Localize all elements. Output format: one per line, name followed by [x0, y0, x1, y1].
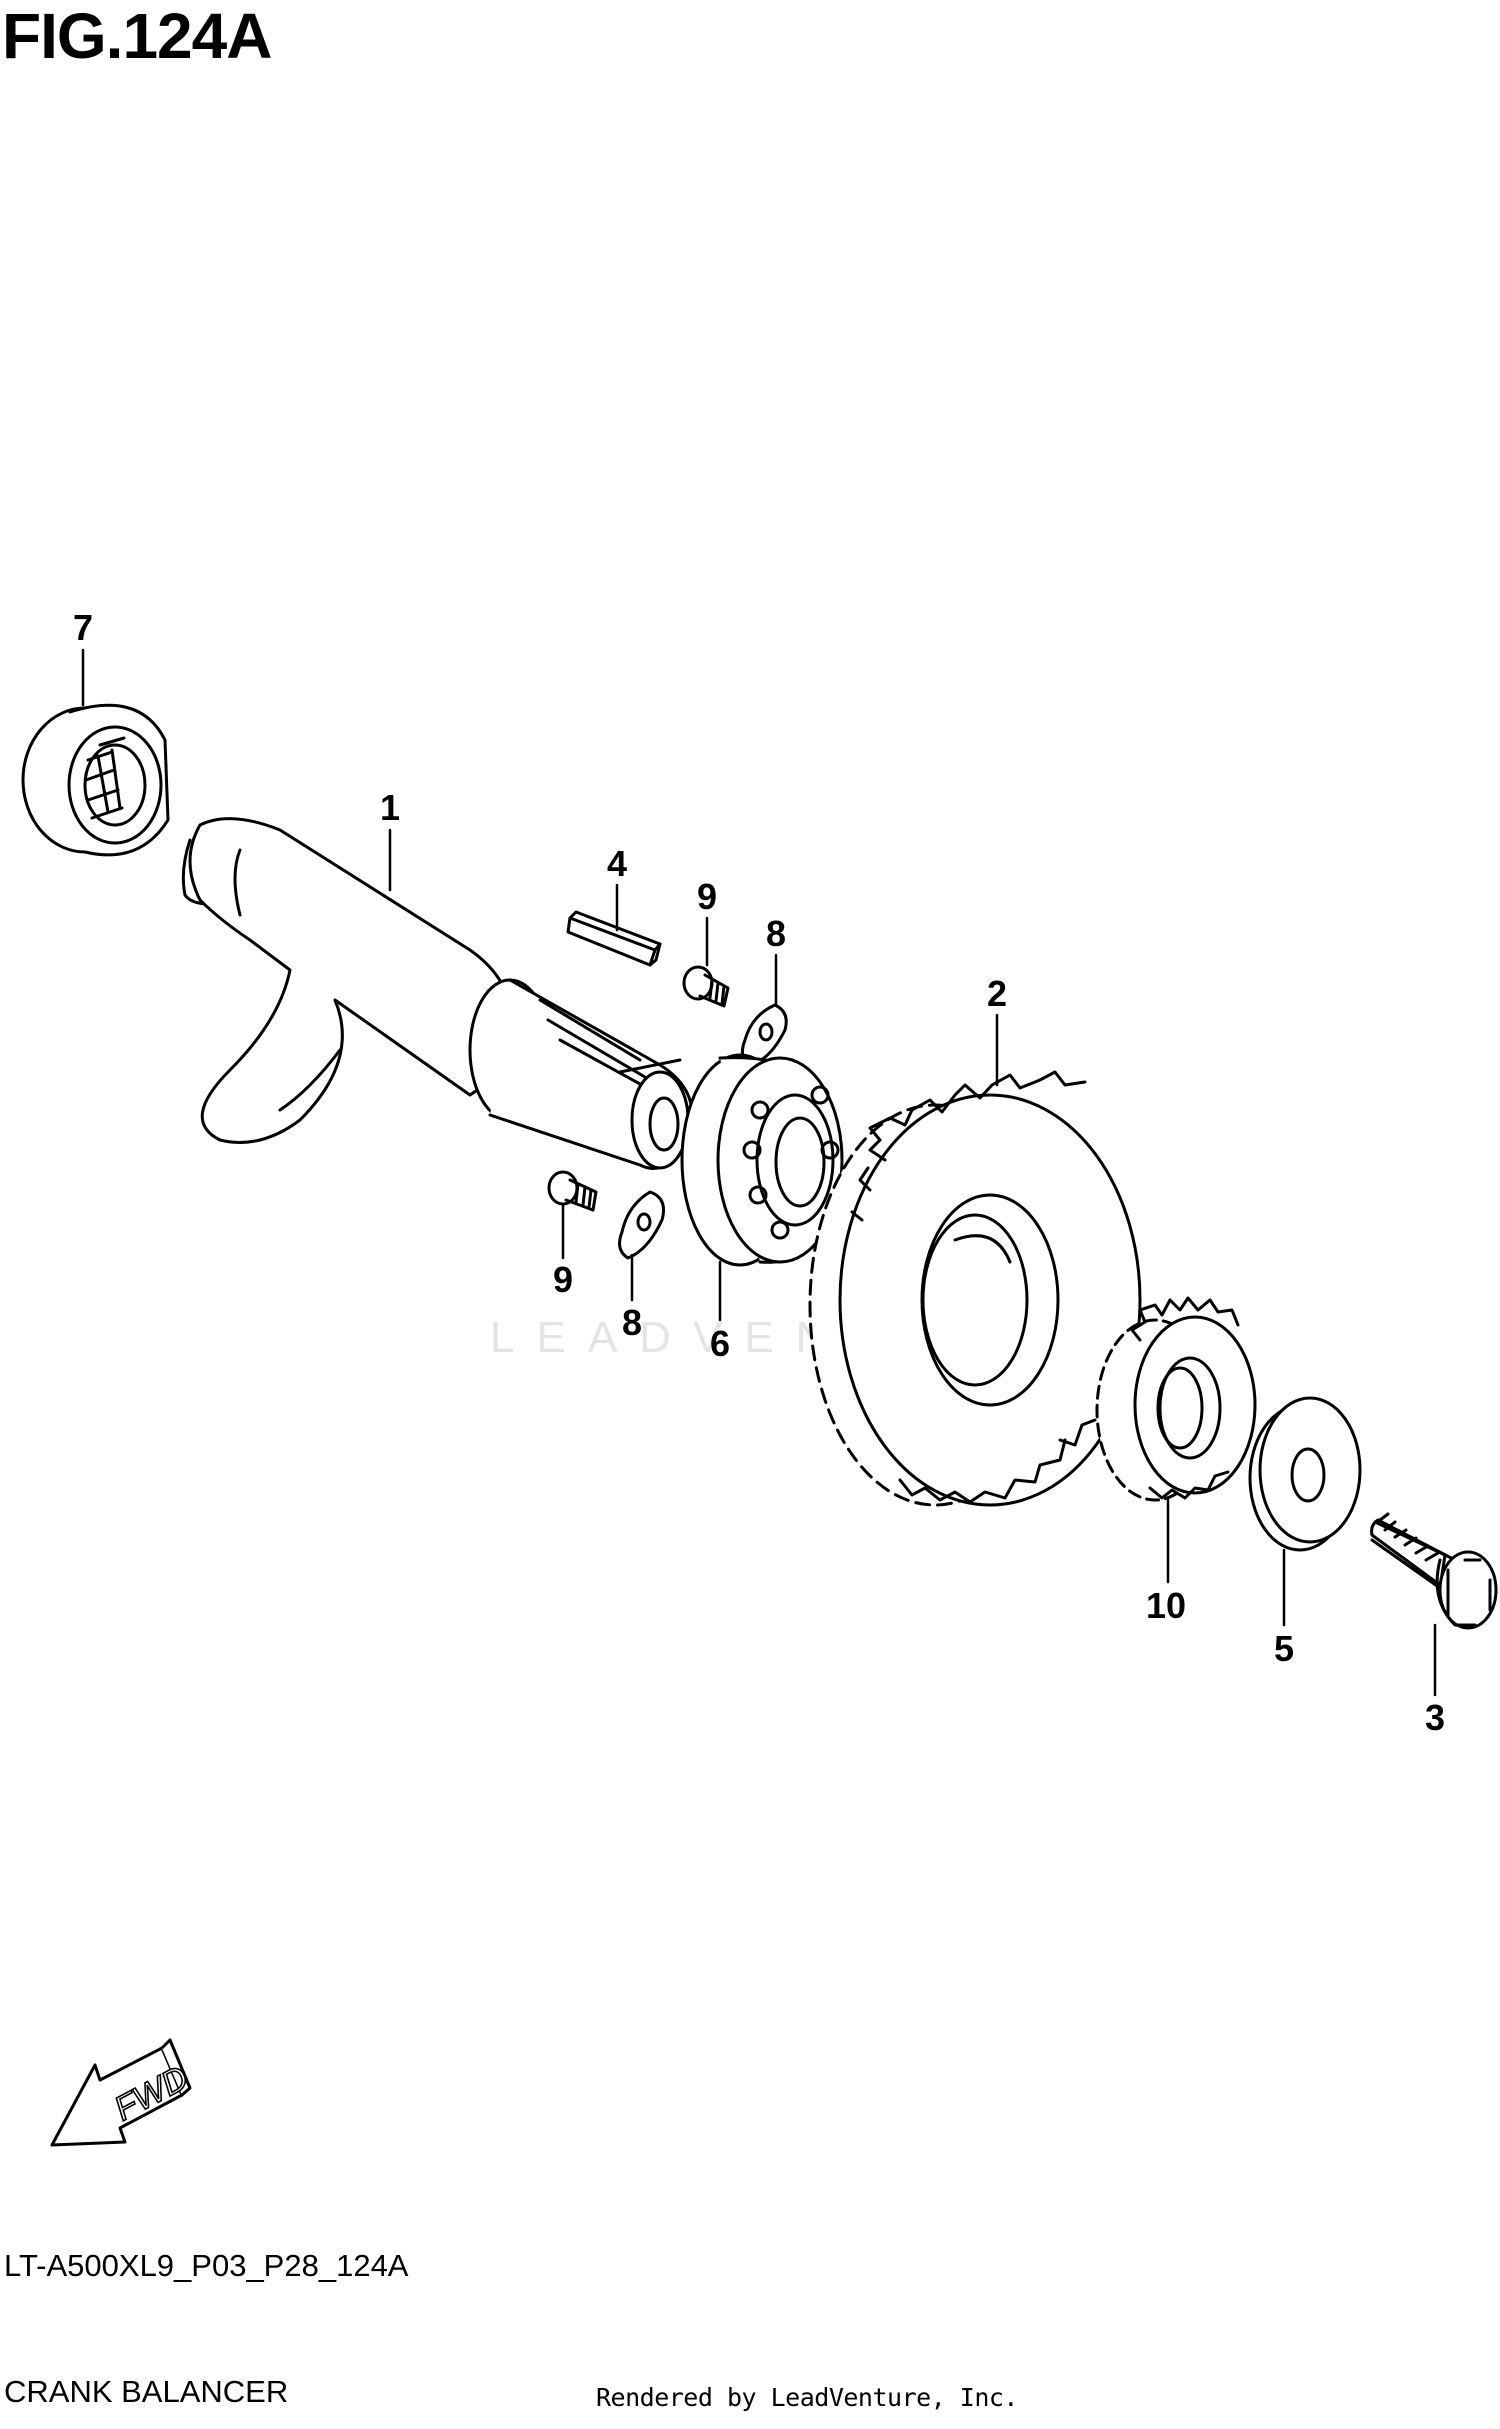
ball-bearing-part[interactable] — [680, 1053, 844, 1267]
lock-washer-lower-part[interactable] — [618, 1190, 665, 1260]
balancer-driven-gear-part[interactable] — [808, 1070, 1142, 1507]
crank-balancer-shaft-part[interactable] — [181, 817, 694, 1170]
callout-8-upper: 8 — [766, 913, 786, 954]
callout-9-upper: 9 — [697, 876, 717, 917]
forward-direction-badge: FWD — [50, 2038, 195, 2147]
callout-4: 4 — [607, 843, 627, 884]
key-part[interactable] — [566, 910, 662, 967]
callout-8-lower: 8 — [622, 1302, 642, 1343]
callout-5: 5 — [1274, 1628, 1294, 1669]
callout-7: 7 — [73, 607, 93, 648]
needle-bearing-part[interactable] — [21, 703, 170, 857]
callout-6: 6 — [710, 1323, 730, 1364]
callout-2: 2 — [987, 973, 1007, 1014]
washer-part[interactable] — [1248, 1396, 1362, 1552]
rendered-by-footer: Rendered by LeadVenture, Inc. — [596, 2383, 1019, 2412]
balancer-drive-gear-part[interactable] — [1095, 1296, 1257, 1502]
callout-10: 10 — [1146, 1585, 1186, 1626]
figure-code: LT-A500XL9_P03_P28_124A — [4, 2248, 409, 2283]
callout-9-lower: 9 — [553, 1259, 573, 1300]
figure-title: FIG.124A — [2, 0, 272, 72]
callout-1: 1 — [380, 787, 400, 828]
figure-name: CRANK BALANCER — [4, 2374, 289, 2409]
screw-upper-part[interactable] — [682, 965, 730, 1008]
leader-lines — [81, 648, 1437, 1697]
bolt-part[interactable] — [1370, 1512, 1498, 1630]
callout-3: 3 — [1425, 1697, 1445, 1738]
screw-lower-part[interactable] — [547, 1170, 598, 1212]
